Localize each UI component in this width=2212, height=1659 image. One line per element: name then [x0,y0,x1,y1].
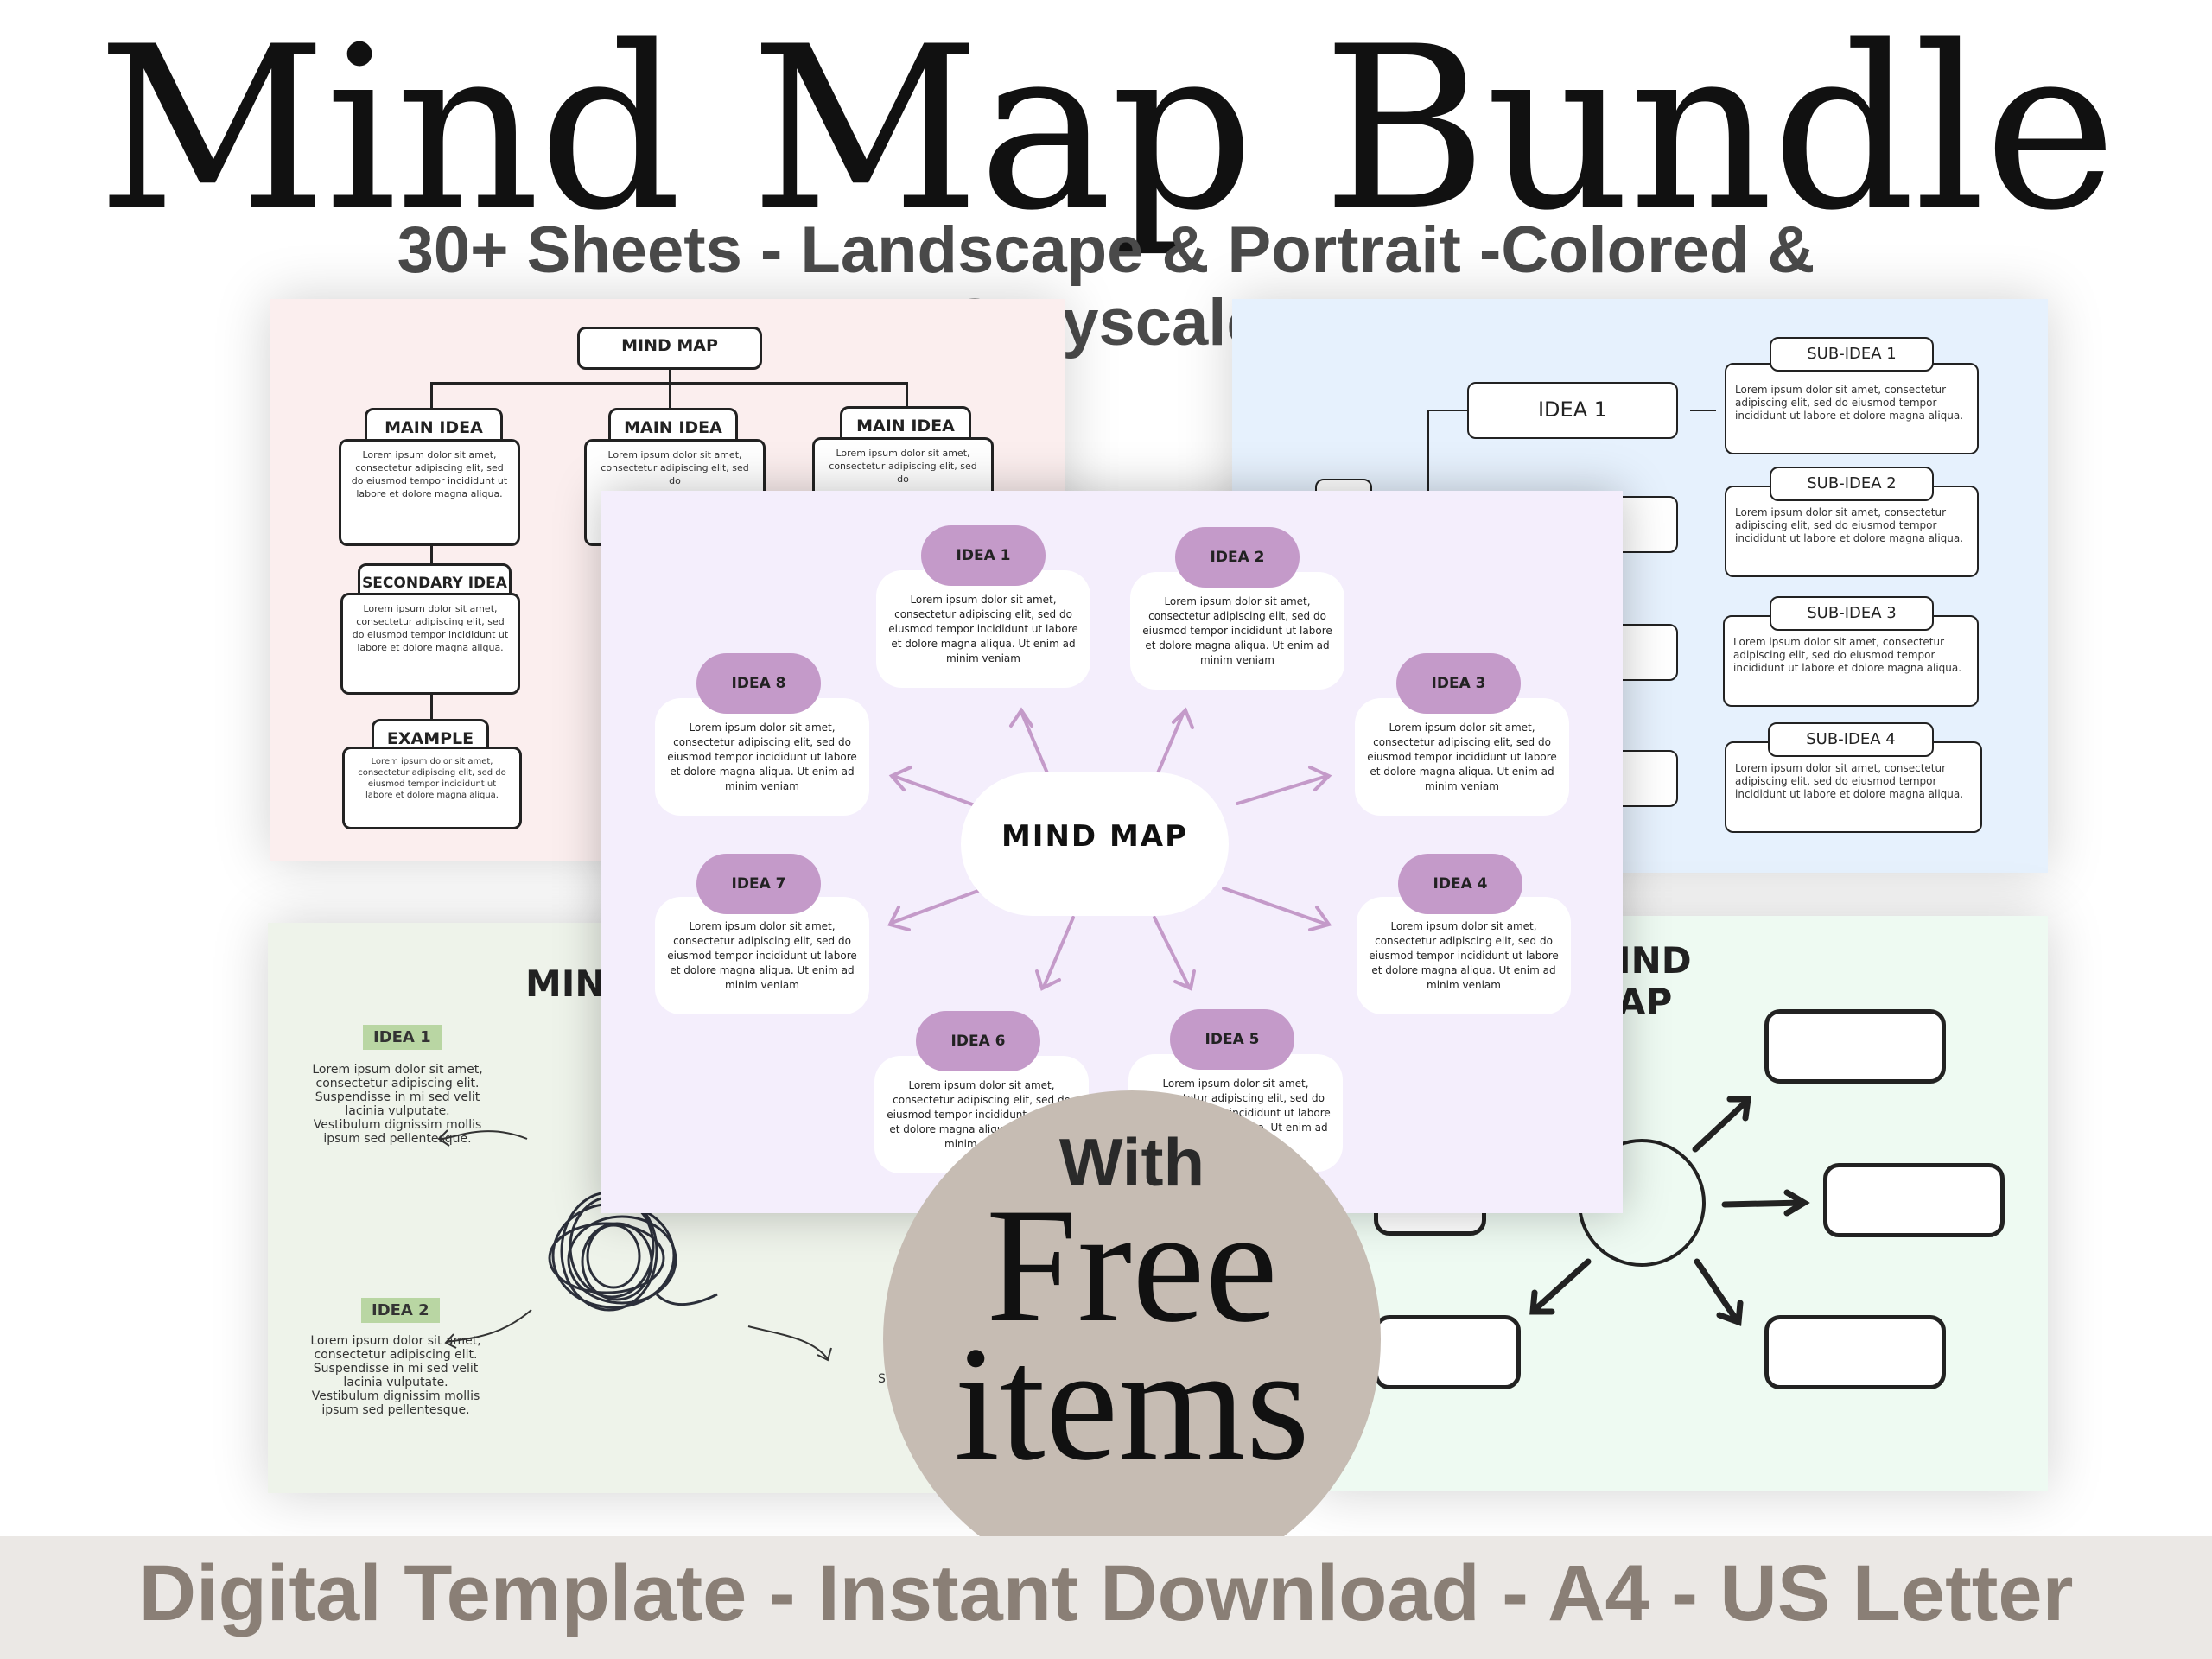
connector [906,382,908,406]
secondary-idea-text: Lorem ipsum dolor sit amet, consectetur … [340,593,520,695]
empty-node [1374,1315,1521,1389]
idea-card: Lorem ipsum dolor sit amet, consectetur … [1130,572,1344,690]
idea-cloud: IDEA 6 [916,1011,1040,1071]
idea-text: Lorem ipsum dolor sit amet, consectetur … [310,1334,481,1417]
idea-tag: IDEA 1 [363,1025,442,1050]
idea-text: Lorem ipsum dolor sit amet, consectetur … [312,1063,483,1146]
sub-idea-label: SUB-IDEA 1 [1770,337,1934,372]
bottom-banner [0,1536,2212,1659]
scribble-illustration [437,1129,832,1362]
idea-cloud: IDEA 5 [1170,1009,1294,1070]
sheet-title: MIN [525,963,606,1005]
purple-mind-map-sheet: MIND MAP Lorem ipsum dolor sit amet, con… [601,491,1623,1213]
connector [669,382,671,408]
sheet-title-line: IND [1618,939,1692,982]
idea-card: Lorem ipsum dolor sit amet, consectetur … [1355,698,1569,816]
badge-text-items: items [954,1313,1310,1495]
connector [1427,410,1467,411]
sheet-title-line: AP [1618,981,1673,1023]
empty-node [1764,1315,1946,1389]
root-node: MIND MAP [577,327,762,370]
free-items-badge [883,1090,1381,1588]
badge-text-free: Free [986,1175,1278,1357]
main-idea-text: Lorem ipsum dolor sit amet, consectetur … [339,439,520,546]
idea-tag: IDEA 2 [361,1298,440,1323]
idea-node: IDEA 1 [1467,382,1678,439]
connector [430,382,906,385]
empty-node [1764,1009,1946,1084]
bottom-banner-text: Digital Template - Instant Download - A4… [138,1549,2074,1637]
idea-card: Lorem ipsum dolor sit amet, consectetur … [876,570,1090,688]
badge-text-with: With [1058,1124,1205,1200]
connector [669,370,671,384]
connector [430,382,433,408]
empty-node [1823,1163,2005,1237]
sub-idea-text: Lorem ipsum dolor sit amet, consectetur … [1725,363,1979,454]
idea-cloud: IDEA 2 [1175,527,1300,588]
sheet-title: IND AP [1618,940,1692,1023]
arrows-illustration [887,707,1332,991]
connector [430,695,433,721]
arrows-illustration [1529,1096,1810,1326]
center-cloud [961,772,1229,916]
sub-idea-text: Lorem ipsum dolor sit amet, consectetur … [1725,741,1982,833]
idea-cloud: IDEA 8 [696,653,821,714]
connector [1690,410,1716,411]
sub-idea-label: SUB-IDEA 4 [1768,722,1934,757]
connector [430,546,433,563]
idea-cloud: IDEA 7 [696,854,821,914]
page-subtitle: 30+ Sheets - Landscape & Portrait -Color… [397,213,1815,359]
idea-card: Lorem ipsum dolor sit amet, consectetur … [655,897,869,1014]
page-title: Mind Map Bundle [97,0,2117,260]
idea-cloud: IDEA 3 [1396,653,1521,714]
idea-card: Lorem ipsum dolor sit amet, consectetur … [1357,897,1571,1014]
idea-card: Lorem ipsum dolor sit amet, consectetur … [655,698,869,816]
example-text: Lorem ipsum dolor sit amet, consectetur … [342,747,522,830]
idea-cloud: IDEA 4 [1398,854,1522,914]
sub-idea-label: SUB-IDEA 2 [1770,467,1934,501]
idea-cloud: IDEA 1 [921,525,1046,586]
center-label: MIND MAP [1001,819,1189,854]
sub-idea-label: SUB-IDEA 3 [1770,596,1934,631]
